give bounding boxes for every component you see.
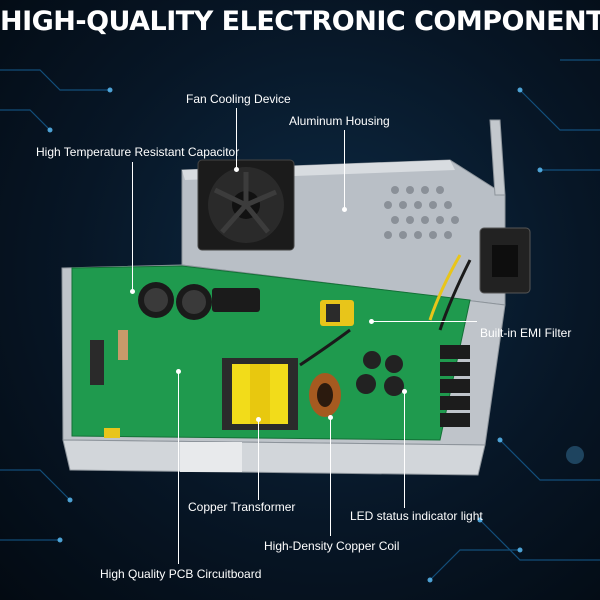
pcb-leader-dot <box>176 369 181 374</box>
copper-coil <box>309 373 341 417</box>
terminal-block <box>440 345 470 427</box>
housing-leader-dot <box>342 207 347 212</box>
pcb-leader-line <box>178 372 179 564</box>
led-leader-dot <box>402 389 407 394</box>
transformer-leader-dot <box>256 417 261 422</box>
coil-label: High-Density Copper Coil <box>264 539 400 553</box>
transformer-leader-line <box>258 420 259 500</box>
transformer-label: Copper Transformer <box>188 500 296 514</box>
housing-leader-line <box>344 130 345 210</box>
fan-leader-dot <box>234 167 239 172</box>
capacitor-leader-line <box>132 162 133 292</box>
capacitors <box>138 282 404 396</box>
emi-leader-dot <box>369 319 374 324</box>
capacitor-leader-dot <box>130 289 135 294</box>
led-label: LED status indicator light <box>350 509 483 523</box>
pcb-label: High Quality PCB Circuitboard <box>100 567 262 581</box>
emi-leader-line <box>372 321 477 322</box>
fan-leader-line <box>236 108 237 170</box>
headline: HIGH-QUALITY ELECTRONIC COMPONENTS <box>0 6 600 37</box>
fan-label: Fan Cooling Device <box>186 92 291 106</box>
led-leader-line <box>404 392 405 508</box>
capacitor-label: High Temperature Resistant Capacitor <box>36 145 240 159</box>
housing-label: Aluminum Housing <box>289 114 390 128</box>
emi-filter-label: Built-in EMI Filter <box>480 326 572 340</box>
coil-leader-dot <box>328 415 333 420</box>
copper-transformer <box>222 358 298 430</box>
coil-leader-line <box>330 418 331 536</box>
